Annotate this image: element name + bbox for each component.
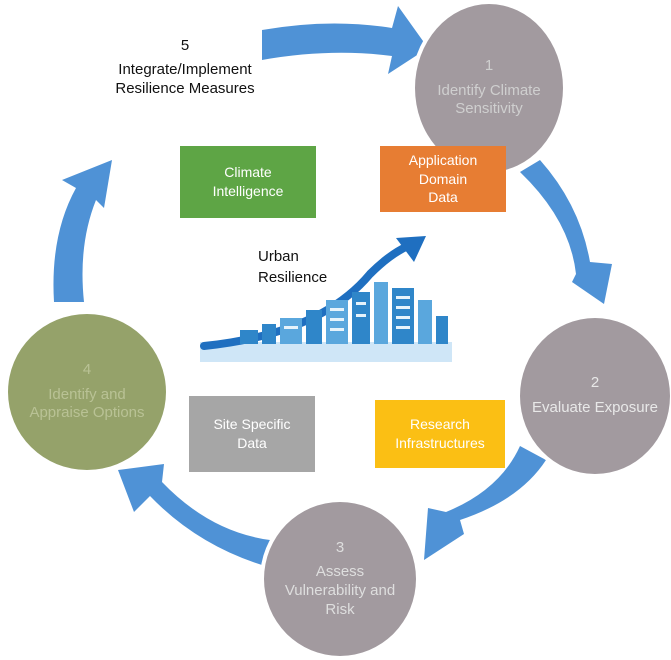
step-1-label: Identify Climate Sensitivity — [437, 81, 541, 118]
building-windows — [284, 296, 410, 331]
step-2-node: 2 Evaluate Exposure — [516, 314, 671, 478]
research-infrastructures-label: Research Infrastructures — [395, 416, 485, 451]
step-2-label: Evaluate Exposure — [532, 399, 658, 416]
step-5-label: Integrate/Implement Resilience Measures — [115, 60, 255, 98]
step-4-number: 4 — [82, 360, 92, 378]
city-skyline — [240, 282, 448, 344]
climate-intelligence-box: Climate Intelligence — [180, 146, 316, 218]
step-5-text: 5 Integrate/Implement Resilience Measure… — [90, 36, 280, 99]
step-3-node: 3 Assess Vulnerability and Risk — [260, 498, 420, 660]
step-3-label: Assess Vulnerability and Risk — [284, 563, 396, 618]
arrow-4-to-5 — [53, 160, 112, 302]
application-domain-data-box: Application Domain Data — [380, 146, 506, 212]
urban-resilience-illustration — [200, 236, 452, 362]
step-4-label: Identify and Appraise Options — [29, 385, 145, 422]
arrow-5-to-1 — [262, 6, 428, 74]
arrow-1-to-2 — [520, 160, 612, 304]
step-3-number: 3 — [335, 538, 345, 556]
research-infrastructures-box: Research Infrastructures — [375, 400, 505, 468]
site-specific-data-box: Site Specific Data — [189, 396, 315, 472]
arrow-3-to-4 — [118, 464, 272, 568]
step-5-number: 5 — [180, 37, 190, 54]
growth-arrow-head — [396, 236, 426, 262]
illustration-base — [200, 342, 452, 362]
step-1-number: 1 — [484, 56, 494, 74]
step-2-number: 2 — [590, 374, 600, 392]
step-4-node: 4 Identify and Appraise Options — [4, 310, 170, 474]
site-specific-data-label: Site Specific Data — [213, 416, 291, 451]
arrow-2-to-3 — [424, 446, 546, 560]
urban-resilience-title: Urban Resilience — [258, 248, 328, 286]
application-domain-data-label: Application Domain Data — [408, 151, 478, 206]
climate-intelligence-label: Climate Intelligence — [212, 164, 284, 199]
